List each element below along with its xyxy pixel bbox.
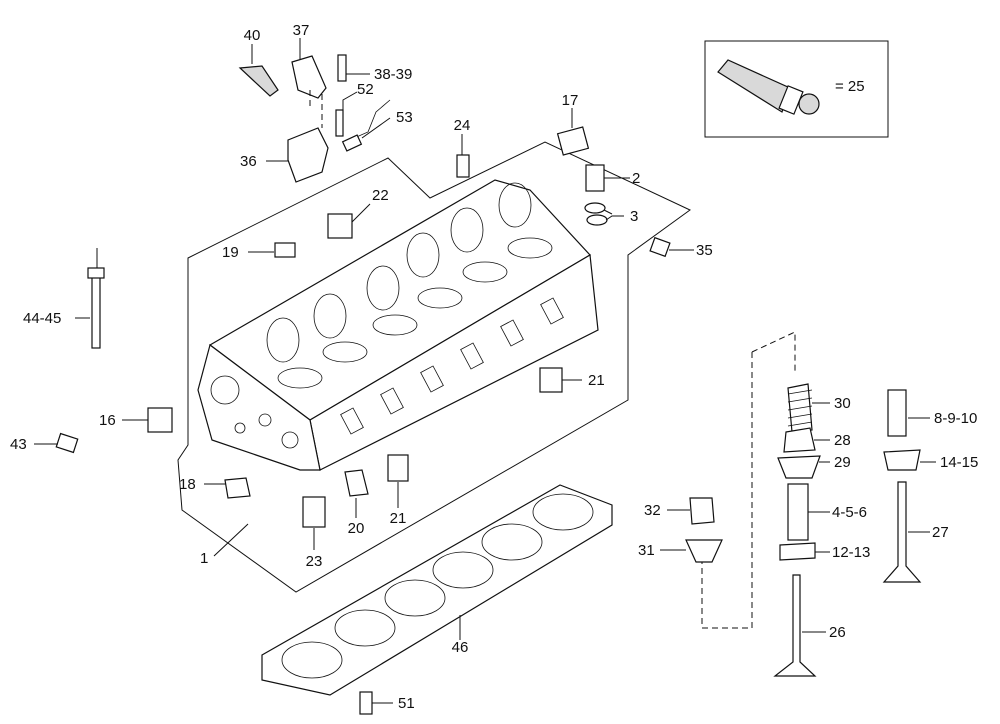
callout-44-45: 44-45 <box>23 310 61 327</box>
callout-21-upper: 21 <box>588 372 605 389</box>
callout-12-13: 12-13 <box>832 544 870 561</box>
callout-4-5-6: 4-5-6 <box>832 504 867 521</box>
callout-18: 18 <box>179 476 196 493</box>
callout-27: 27 <box>932 524 949 541</box>
head-gasket <box>261 484 613 696</box>
callout-36: 36 <box>240 153 257 170</box>
callout-22: 22 <box>372 187 389 204</box>
callout-40: 40 <box>244 27 261 44</box>
callout-25: = 25 <box>835 78 865 95</box>
callout-20: 20 <box>348 520 365 537</box>
callout-8-9-10: 8-9-10 <box>934 410 977 427</box>
callout-23: 23 <box>306 553 323 570</box>
callout-26: 26 <box>829 624 846 641</box>
callout-38-39: 38-39 <box>374 66 412 83</box>
callout-35: 35 <box>696 242 713 259</box>
callout-19: 19 <box>222 244 239 261</box>
callout-52: 52 <box>357 81 374 98</box>
callout-30: 30 <box>834 395 851 412</box>
callout-1: 1 <box>200 550 208 567</box>
sealant-box <box>704 40 889 138</box>
valve-train-parts <box>685 331 922 677</box>
callout-21-lower: 21 <box>390 510 407 527</box>
callout-51: 51 <box>398 695 415 712</box>
head-assembly-boundary <box>177 141 691 593</box>
callout-3: 3 <box>630 208 638 225</box>
callout-17: 17 <box>562 92 579 109</box>
callout-28: 28 <box>834 432 851 449</box>
callout-32: 32 <box>644 502 661 519</box>
callout-labels: 40 37 38-39 52 53 36 24 17 2 3 22 19 35 … <box>10 22 978 712</box>
callout-29: 29 <box>834 454 851 471</box>
callout-24: 24 <box>454 117 471 134</box>
callout-31: 31 <box>638 542 655 559</box>
callout-46: 46 <box>452 639 469 656</box>
cylinder-head-block <box>197 179 599 471</box>
injector-bracket-parts <box>238 54 391 183</box>
callout-43: 43 <box>10 436 27 453</box>
callout-16: 16 <box>99 412 116 429</box>
callout-14-15: 14-15 <box>940 454 978 471</box>
callout-37: 37 <box>293 22 310 39</box>
leader-lines <box>34 38 936 704</box>
callout-2: 2 <box>632 170 640 187</box>
callout-53: 53 <box>396 109 413 126</box>
